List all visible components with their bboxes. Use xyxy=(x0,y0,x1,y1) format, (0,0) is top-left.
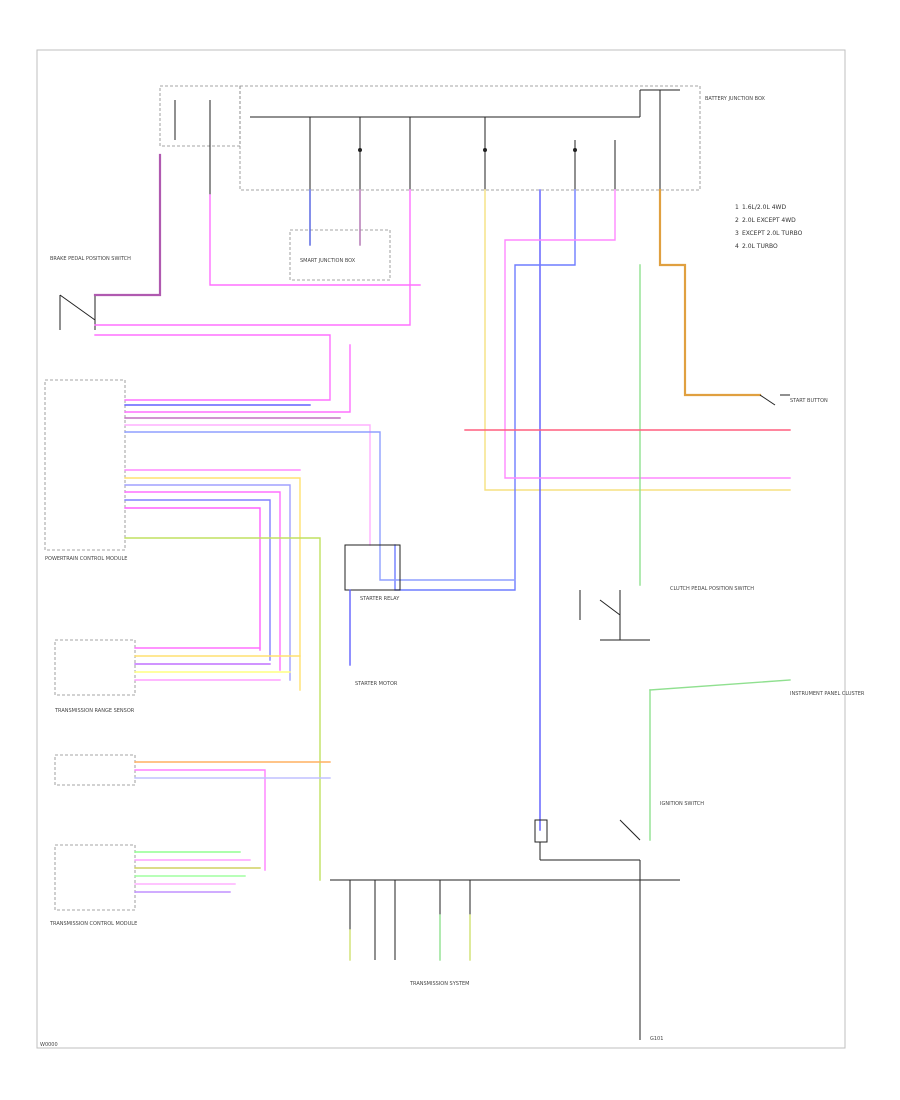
trans-range-label: TRANSMISSION RANGE SENSOR xyxy=(54,708,135,714)
tcm-wires xyxy=(134,851,261,893)
pcm-box xyxy=(44,379,126,551)
legend-num-1: 1 xyxy=(735,204,739,211)
legend-num-3: 3 xyxy=(735,230,739,237)
wire-violet-brake xyxy=(93,153,162,297)
wire-yellow-4 xyxy=(484,189,791,491)
legend: 1 1.6L/2.0L 4WD 2 2.0L EXCEPT 4WD 3 EXCE… xyxy=(735,204,803,250)
wire-orange-start xyxy=(658,188,762,397)
trans-sensor-wires xyxy=(134,761,331,871)
fuse-box-top xyxy=(239,85,701,191)
fuse-drops xyxy=(309,117,616,190)
wire-pink-3 xyxy=(94,189,411,326)
start-button-label: START BUTTON xyxy=(790,398,828,404)
ignition-switch: IGNITION SWITCH xyxy=(534,801,704,1040)
ground-label: G101 xyxy=(650,1036,663,1042)
pcm-wires xyxy=(94,334,516,881)
tcm-box xyxy=(54,844,136,911)
legend-num-4: 4 xyxy=(735,243,739,250)
wire-pink-3b xyxy=(209,194,421,286)
ignition-switch-label: IGNITION SWITCH xyxy=(660,801,704,807)
pcm-label: POWERTRAIN CONTROL MODULE xyxy=(45,556,127,562)
brake-pedal-switch: BRAKE PEDAL POSITION SWITCH xyxy=(50,256,131,330)
start-button: START BUTTON xyxy=(759,394,828,406)
fuse-box-top-label: BATTERY JUNCTION BOX xyxy=(705,96,766,102)
wire-blue-6 xyxy=(394,189,576,591)
wire-pink-7 xyxy=(504,189,791,479)
clutch-switch: CLUTCH PEDAL POSITION SWITCH xyxy=(579,586,754,641)
clutch-switch-label: CLUTCH PEDAL POSITION SWITCH xyxy=(670,586,754,592)
starter-relay xyxy=(344,544,401,591)
legend-label-1: 1.6L/2.0L 4WD xyxy=(742,204,786,211)
corner-code: W0000 xyxy=(40,1042,58,1048)
diagram-frame xyxy=(36,49,846,1049)
starter-motor-label: STARTER MOTOR xyxy=(355,681,398,687)
transmission-system-label: TRANSMISSION SYSTEM xyxy=(409,981,469,987)
trans-range-box xyxy=(54,639,136,696)
legend-label-3: EXCEPT 2.0L TURBO xyxy=(742,230,803,237)
battery-feed-box xyxy=(159,85,241,147)
tcm-label: TRANSMISSION CONTROL MODULE xyxy=(49,921,137,927)
trans-sensor-box xyxy=(54,754,136,786)
legend-label-4: 2.0L TURBO xyxy=(742,243,778,250)
wire-green-cluster-b xyxy=(649,679,791,691)
trans-range-wires xyxy=(134,647,301,681)
smart-junction-box xyxy=(289,229,391,281)
legend-label-2: 2.0L EXCEPT 4WD xyxy=(742,217,796,224)
legend-num-2: 2 xyxy=(735,217,739,224)
bottom-drops xyxy=(349,880,471,961)
starter-relay-label: STARTER RELAY xyxy=(360,596,400,602)
cluster-label: INSTRUMENT PANEL CLUSTER xyxy=(790,691,865,697)
smart-junction-label: SMART JUNCTION BOX xyxy=(300,258,356,264)
brake-switch-label: BRAKE PEDAL POSITION SWITCH xyxy=(50,256,131,262)
